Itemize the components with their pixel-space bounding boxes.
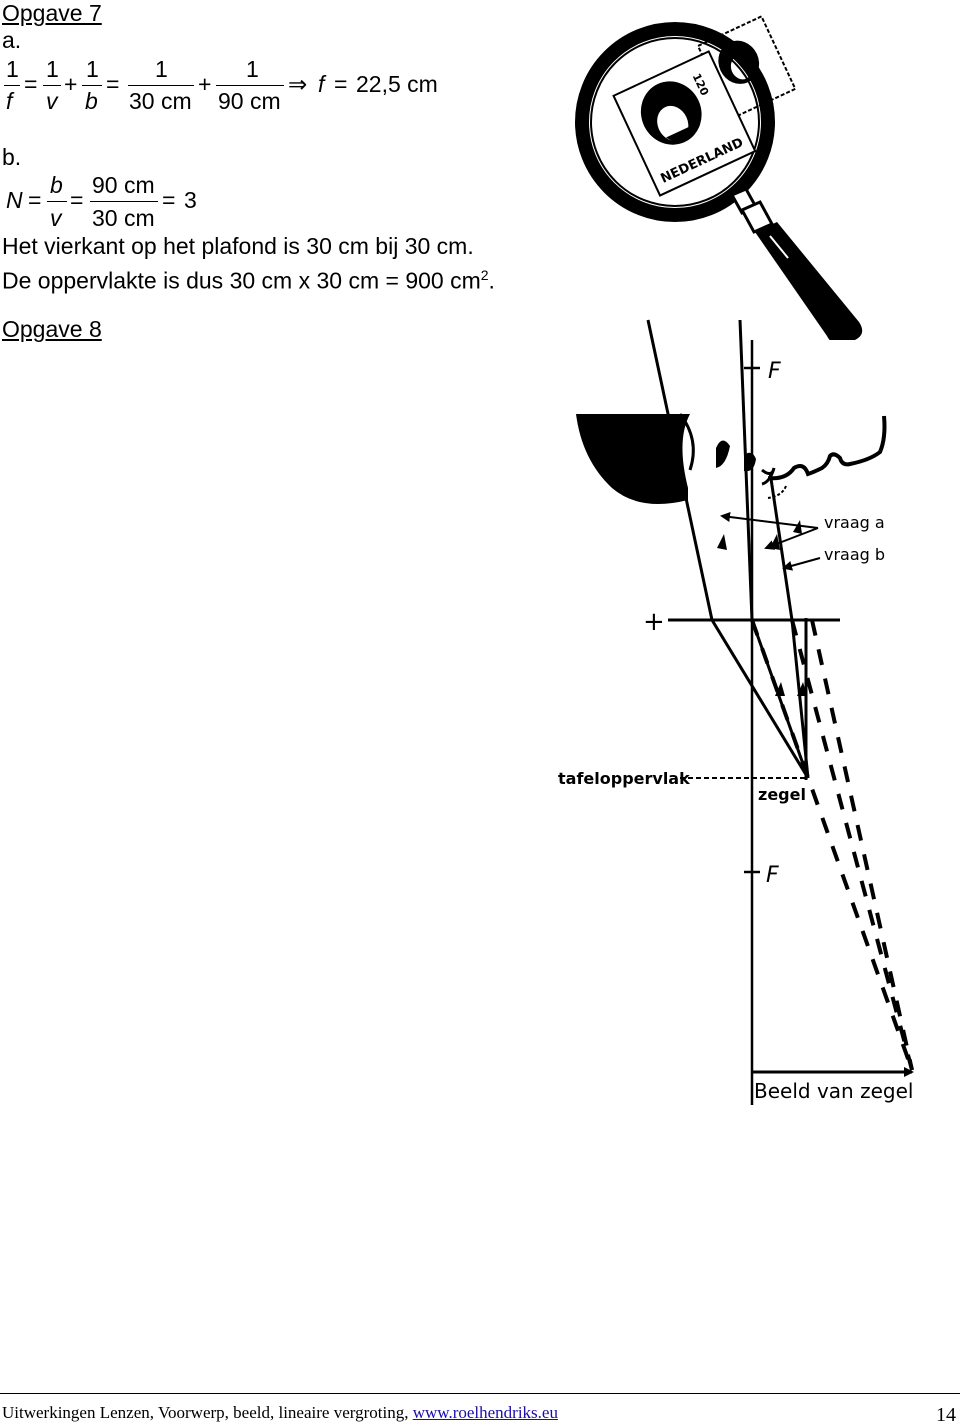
eq-a-num5: 1 bbox=[246, 56, 259, 82]
eq-a-equals3: = bbox=[334, 71, 348, 97]
eq-a-den1: f bbox=[6, 88, 13, 114]
eq-a-den5: 90 cm bbox=[218, 88, 281, 114]
eq-a-den2: v bbox=[46, 88, 58, 114]
eq-a-num1: 1 bbox=[6, 56, 19, 82]
stamp-label: zegel bbox=[758, 785, 806, 804]
part-a-label: a. bbox=[2, 27, 22, 53]
eq-b-den1: v bbox=[50, 205, 62, 231]
footer-link[interactable]: www.roelhendriks.eu bbox=[412, 1403, 558, 1422]
eq-a-den3: b bbox=[85, 88, 98, 114]
eq-a-den4: 30 cm bbox=[129, 88, 192, 114]
eq-b-equals2: = bbox=[70, 187, 84, 213]
eq-a-implies: ⇒ bbox=[288, 71, 308, 97]
eq-b-lhs: N bbox=[6, 187, 23, 213]
eq-a-plus1: + bbox=[64, 71, 78, 97]
lens-ring-icon bbox=[575, 22, 775, 222]
eq-b-den2: 30 cm bbox=[92, 205, 155, 231]
footer-text: Uitwerkingen Lenzen, Voorwerp, beeld, li… bbox=[2, 1403, 413, 1422]
eye-silhouette-icon bbox=[576, 414, 690, 504]
eq-a-num3: 1 bbox=[86, 56, 99, 82]
magnifying-glass-illustration: NEDERLAND 120 bbox=[575, 15, 863, 340]
table-surface-label: tafeloppervlak bbox=[558, 769, 690, 788]
eq-a-equals2: = bbox=[106, 71, 120, 97]
opgave8-heading: Opgave 8 bbox=[2, 316, 102, 342]
footer-rule bbox=[0, 1393, 960, 1394]
vraag-a-label: vraag a bbox=[824, 513, 885, 532]
eq-a-plus2: + bbox=[198, 71, 212, 97]
part-b-label: b. bbox=[2, 144, 22, 170]
answer-line-2-sup: 2 bbox=[480, 267, 489, 283]
focal-point-top-label: F bbox=[768, 359, 781, 384]
opgave7-heading: Opgave 7 bbox=[2, 0, 102, 26]
eq-a-num2: 1 bbox=[46, 56, 59, 82]
eq-a-num4: 1 bbox=[155, 56, 168, 82]
answer-line-2: De oppervlakte is dus 30 cm x 30 cm = 90… bbox=[2, 262, 495, 294]
eq-b-num2: 90 cm bbox=[92, 172, 155, 198]
lens-plus-label: + bbox=[643, 607, 665, 637]
focal-point-bottom-label: F bbox=[766, 863, 779, 888]
vraag-b-label: vraag b bbox=[824, 545, 885, 564]
eq-b-num1: b bbox=[50, 172, 63, 198]
eq-a-result-value: 22,5 cm bbox=[356, 71, 438, 97]
eq-b-equals3: = bbox=[162, 187, 176, 213]
image-label: Beeld van zegel bbox=[754, 1079, 913, 1103]
eq-b-equals1: = bbox=[28, 187, 42, 213]
magnified-stamp-icon: NEDERLAND 120 bbox=[612, 50, 757, 197]
eq-a-result-var: f bbox=[318, 71, 325, 97]
eq-a-equals1: = bbox=[24, 71, 38, 97]
page-number: 14 bbox=[936, 1404, 956, 1426]
answer-line-1: Het vierkant op het plafond is 30 cm bij… bbox=[2, 233, 474, 259]
footer: Uitwerkingen Lenzen, Voorwerp, beeld, li… bbox=[2, 1403, 558, 1423]
eq-b-result: 3 bbox=[184, 187, 197, 213]
answer-line-2-main: De oppervlakte is dus 30 cm x 30 cm = 90… bbox=[2, 267, 481, 294]
answer-line-2-end: . bbox=[488, 267, 495, 294]
